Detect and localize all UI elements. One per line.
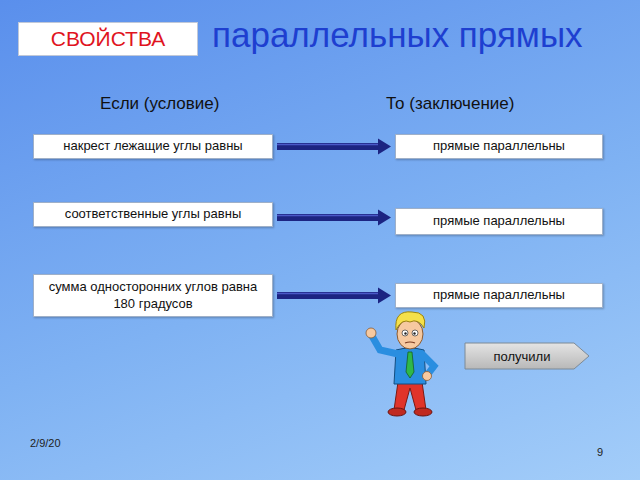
- node-text: накрест лежащие углы равны: [63, 138, 242, 154]
- node-text: прямые параллельны: [433, 287, 565, 303]
- condition-box: накрест лежащие углы равны: [33, 134, 273, 159]
- arrow-connector: [277, 139, 391, 155]
- arrow-head: [378, 139, 391, 155]
- node-text: соответственные углы равны: [65, 206, 242, 222]
- heading-tag: СВОЙСТВА: [18, 22, 198, 56]
- node-text: прямые параллельны: [433, 138, 565, 154]
- node-text: прямые параллельны: [433, 213, 565, 229]
- date-label: 2/9/20: [30, 437, 61, 449]
- node-text: СВОЙСТВА: [51, 26, 166, 51]
- conclusion-box: прямые параллельны: [395, 283, 603, 308]
- arrow-connector: [277, 210, 391, 226]
- condition-box: сумма односторонних углов равна 180 град…: [33, 274, 273, 317]
- column-heading: Если (условие): [100, 94, 219, 114]
- column-heading: То (заключение): [386, 94, 514, 114]
- conclusion-box: прямые параллельны: [395, 208, 603, 235]
- arrow-head: [378, 210, 391, 226]
- title-text: параллельных прямых: [212, 15, 583, 55]
- arrow-connector: [277, 288, 391, 304]
- node-text: получили: [494, 349, 551, 364]
- button-shape: получили: [464, 342, 590, 370]
- cartoon-figure: [358, 306, 462, 418]
- condition-box: соответственные углы равны: [33, 202, 273, 227]
- node-text: сумма односторонних углов равна 180 град…: [40, 279, 266, 312]
- page-number: 9: [597, 446, 603, 458]
- arrow-head: [378, 288, 391, 304]
- conclusion-box: прямые параллельны: [395, 134, 603, 159]
